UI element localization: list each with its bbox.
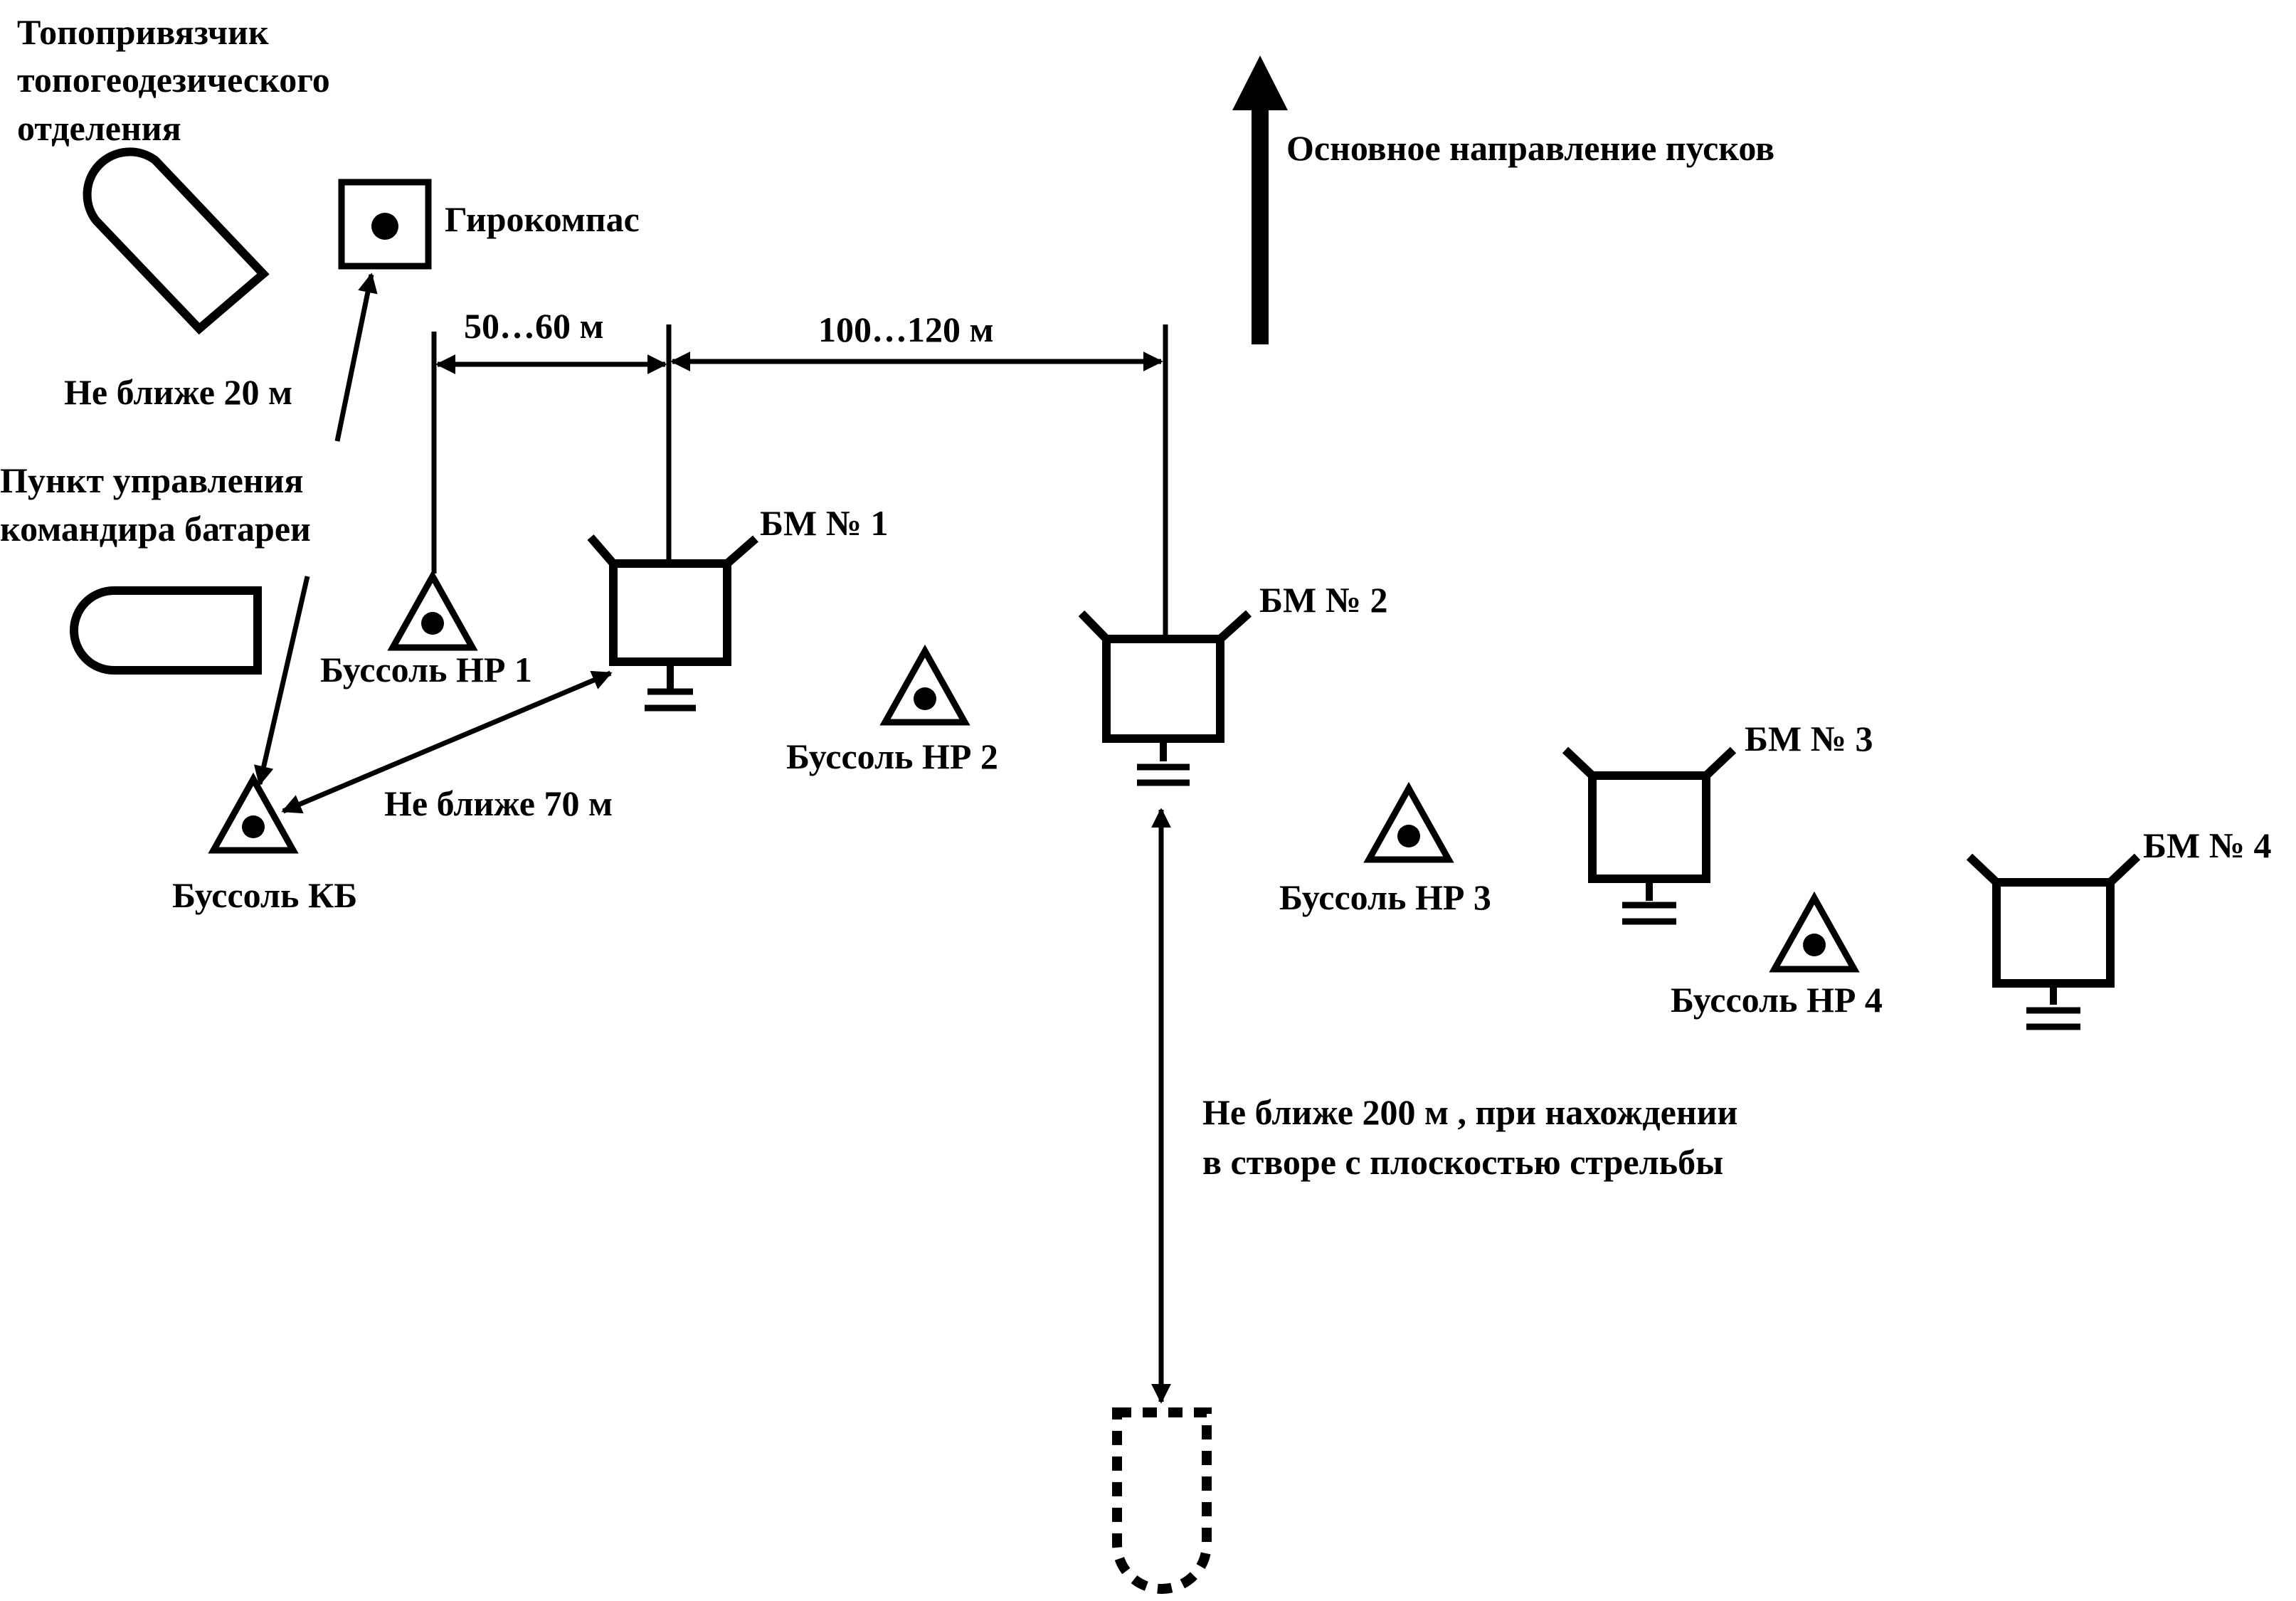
launcher-symbol-icon [1562,746,1737,925]
triangle-with-dot-icon [1769,891,1860,973]
up-arrow-icon [1232,56,1288,344]
compass-hr2-label: Буссоль НР 2 [786,736,998,776]
launcher-symbol-icon [1966,853,2141,1030]
launcher-2-label: БМ № 2 [1259,580,1388,620]
launcher-symbol-icon [587,534,758,712]
dim-50-60-label: 50…60 м [464,306,604,346]
vehicle-outline-icon [83,147,270,335]
compass-kb-label: Буссоль КБ [172,875,357,915]
direction-label: Основное направление пусков [1286,128,1774,168]
not-closer-200-label-line1: Не ближе 200 м , при нахождении [1202,1092,1737,1132]
control-point-vehicle-icon [70,586,262,675]
dashed-vehicle-icon [1112,1407,1212,1594]
distance-70-arrow [281,670,613,814]
not-closer-70-label: Не ближе 70 м [384,783,613,823]
topo-label-line2: топогеодезического [17,60,330,100]
dimension-lines [431,324,1168,639]
square-with-dot-icon [338,179,432,270]
control-point-label-line1: Пункт управления [0,460,303,500]
compass-hr4-label: Буссоль НР 4 [1671,980,1883,1020]
launcher-4-label: БМ № 4 [2143,825,2272,865]
control-point-label-line2: командира батареи [0,509,311,549]
launcher-3-label: БМ № 3 [1745,719,1873,759]
gyro-distance-arrow [334,273,378,442]
topo-label-line1: Топопривязчик [17,12,269,52]
gyrocompass-label: Гирокомпас [445,199,640,239]
triangle-with-dot-icon [1363,781,1454,863]
not-closer-20-label: Не ближе 20 м [64,372,292,412]
compass-hr1-label: Буссоль НР 1 [320,650,532,689]
dim-100-120-label: 100…120 м [818,310,994,349]
compass-hr3-label: Буссоль НР 3 [1279,877,1491,917]
topo-label-line3: отделения [17,108,181,148]
launcher-1-label: БМ № 1 [760,503,889,543]
control-point-arrow [253,576,310,786]
triangle-with-dot-icon [208,772,299,854]
launcher-symbol-icon [1078,610,1252,786]
not-closer-200-label-line2: в створе с плоскостью стрельбы [1202,1142,1723,1182]
triangle-with-dot-icon [879,644,970,726]
triangle-with-dot-icon [387,569,478,651]
